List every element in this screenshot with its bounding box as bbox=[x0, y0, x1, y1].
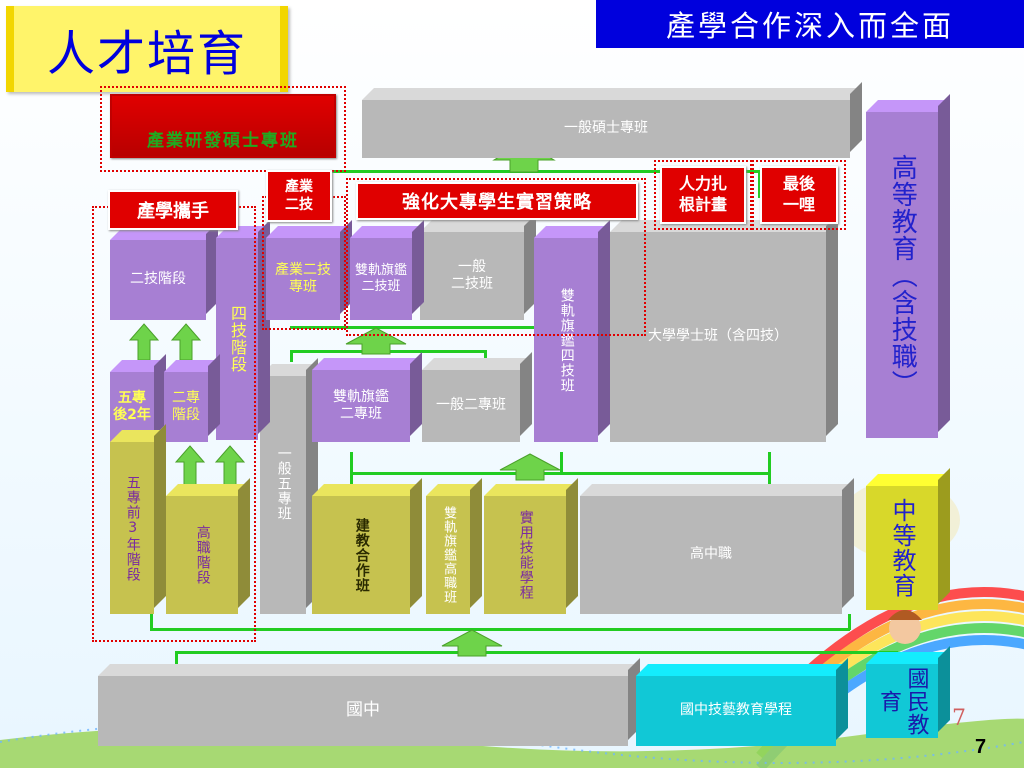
general-two-year-block: 一般 二技班 bbox=[420, 232, 524, 320]
industry-two-year-tag: 產業 二技 bbox=[285, 178, 313, 213]
junior-high-block: 國中 bbox=[98, 676, 628, 746]
dual-track-four-year-label: 雙軌旗鑑四技班 bbox=[558, 287, 575, 393]
connector-line bbox=[560, 452, 563, 474]
basic-ed-block: 國民教育 bbox=[866, 664, 938, 738]
four-year-stage-label: 四技階段 bbox=[228, 305, 247, 373]
banner: 產學合作深入而全面 bbox=[596, 0, 1024, 48]
junior-high-skills-block: 國中技藝教育學程 bbox=[636, 676, 836, 746]
dual-track-two-year-label: 雙軌旗鑑 二技班 bbox=[354, 262, 407, 294]
industry-collab-label: 產學攜手 bbox=[137, 201, 209, 222]
connector-line bbox=[175, 651, 895, 654]
two-year-college-block: 二專 階段 bbox=[164, 372, 208, 442]
connector-line bbox=[290, 326, 750, 329]
vocational-stage-label: 高職階段 bbox=[194, 525, 211, 585]
connector-line bbox=[758, 170, 761, 198]
industry-collab-frame bbox=[92, 206, 256, 642]
junior-high-label: 國中 bbox=[346, 700, 380, 721]
general-two-year-college-block: 一般二專班 bbox=[422, 370, 520, 442]
dual-track-four-year-block: 雙軌旗鑑四技班 bbox=[534, 238, 598, 442]
page-number: 7 bbox=[975, 736, 987, 758]
connector-line bbox=[848, 614, 851, 630]
five-year-pre-label: 五專前3年階段 bbox=[124, 474, 141, 582]
dual-track-vocational-block: 雙軌旗鑑高職班 bbox=[426, 496, 470, 614]
banner-text: 產學合作深入而全面 bbox=[665, 9, 954, 43]
up-arrow-icon bbox=[345, 327, 407, 355]
general-five-year-label: 一般五專班 bbox=[275, 446, 292, 521]
four-year-stage-block: 四技階段 bbox=[216, 238, 258, 440]
practical-skills-label: 實用技能學程 bbox=[517, 510, 534, 600]
industry-two-year-label: 產業二技 專班 bbox=[275, 261, 331, 296]
five-year-post-label: 五專 後2年 bbox=[113, 389, 151, 424]
manpower-label: 人力扎 根計畫 bbox=[678, 174, 727, 214]
research-master-label-box: 產業研發碩士專班 bbox=[110, 94, 336, 158]
high-school-vocational-block: 高中職 bbox=[580, 496, 842, 614]
industry-collab-label-box: 產學攜手 bbox=[108, 190, 238, 230]
basic-ed-label: 國民教育 bbox=[876, 666, 929, 736]
up-arrow-icon bbox=[441, 629, 503, 657]
connector-line bbox=[484, 350, 487, 362]
internship-label-box: 強化大專學生實習策略 bbox=[356, 182, 638, 220]
dual-track-two-year-college-block: 雙軌旗鑑 二專班 bbox=[312, 370, 410, 442]
two-year-college-label: 二專 階段 bbox=[172, 389, 200, 424]
up-arrow-icon bbox=[499, 453, 561, 481]
two-year-stage-label: 二技階段 bbox=[130, 271, 186, 288]
connector-line bbox=[150, 614, 153, 630]
connector-line bbox=[768, 452, 771, 474]
last-mile-frame bbox=[752, 160, 846, 230]
research-master-frame bbox=[100, 86, 346, 172]
research-master-label: 產業研發碩士專班 bbox=[147, 130, 299, 151]
manpower-label-box: 人力扎 根計畫 bbox=[660, 166, 746, 224]
two-year-stage-block: 二技階段 bbox=[110, 240, 206, 320]
connector-line bbox=[350, 472, 353, 486]
connector-line bbox=[290, 350, 293, 362]
connector-line bbox=[350, 452, 353, 474]
last-mile-label: 最後 一哩 bbox=[782, 174, 815, 214]
dual-track-two-year-block: 雙軌旗鑑 二技班 bbox=[350, 238, 412, 320]
connector-line bbox=[175, 651, 178, 669]
title-scroll: 人才培育 bbox=[6, 6, 288, 92]
practical-skills-block: 實用技能學程 bbox=[484, 496, 566, 614]
vocational-stage-block: 高職階段 bbox=[166, 496, 238, 614]
last-mile-label-box: 最後 一哩 bbox=[760, 166, 838, 224]
higher-ed-block: 高等教育（含技職） bbox=[866, 112, 938, 438]
internship-frame bbox=[346, 178, 646, 336]
secondary-ed-label: 中等教育 bbox=[888, 498, 916, 598]
connector-line bbox=[150, 628, 850, 631]
dual-track-vocational-label: 雙軌旗鑑高職班 bbox=[441, 506, 457, 604]
industry-two-year-tag-box: 產業 二技 bbox=[266, 170, 332, 222]
manpower-frame bbox=[654, 160, 752, 230]
page-number-faint: 7 bbox=[952, 706, 966, 731]
secondary-ed-block: 中等教育 bbox=[866, 486, 938, 610]
five-year-pre-block: 五專前3年階段 bbox=[110, 442, 154, 614]
junior-high-skills-label: 國中技藝教育學程 bbox=[680, 702, 792, 719]
university-bachelor-block: 大學學士班（含四技） bbox=[610, 232, 826, 442]
coop-edu-label: 建教合作班 bbox=[353, 517, 370, 593]
connector-line bbox=[768, 472, 771, 486]
coop-edu-block: 建教合作班 bbox=[312, 496, 410, 614]
page-title: 人才培育 bbox=[46, 26, 247, 82]
general-two-year-label: 一般 二技班 bbox=[451, 258, 493, 293]
general-master-label: 一般碩士專班 bbox=[564, 120, 648, 137]
general-master-block: 一般碩士專班 bbox=[362, 100, 850, 158]
general-two-year-college-label: 一般二專班 bbox=[436, 397, 506, 414]
higher-ed-label: 高等教育（含技職） bbox=[887, 153, 918, 397]
high-school-vocational-label: 高中職 bbox=[690, 546, 732, 563]
internship-label: 強化大專學生實習策略 bbox=[402, 192, 592, 213]
university-bachelor-label: 大學學士班（含四技） bbox=[648, 328, 788, 345]
industry-two-year-block: 產業二技 專班 bbox=[266, 238, 340, 320]
dual-track-two-year-college-label: 雙軌旗鑑 二專班 bbox=[333, 388, 389, 423]
